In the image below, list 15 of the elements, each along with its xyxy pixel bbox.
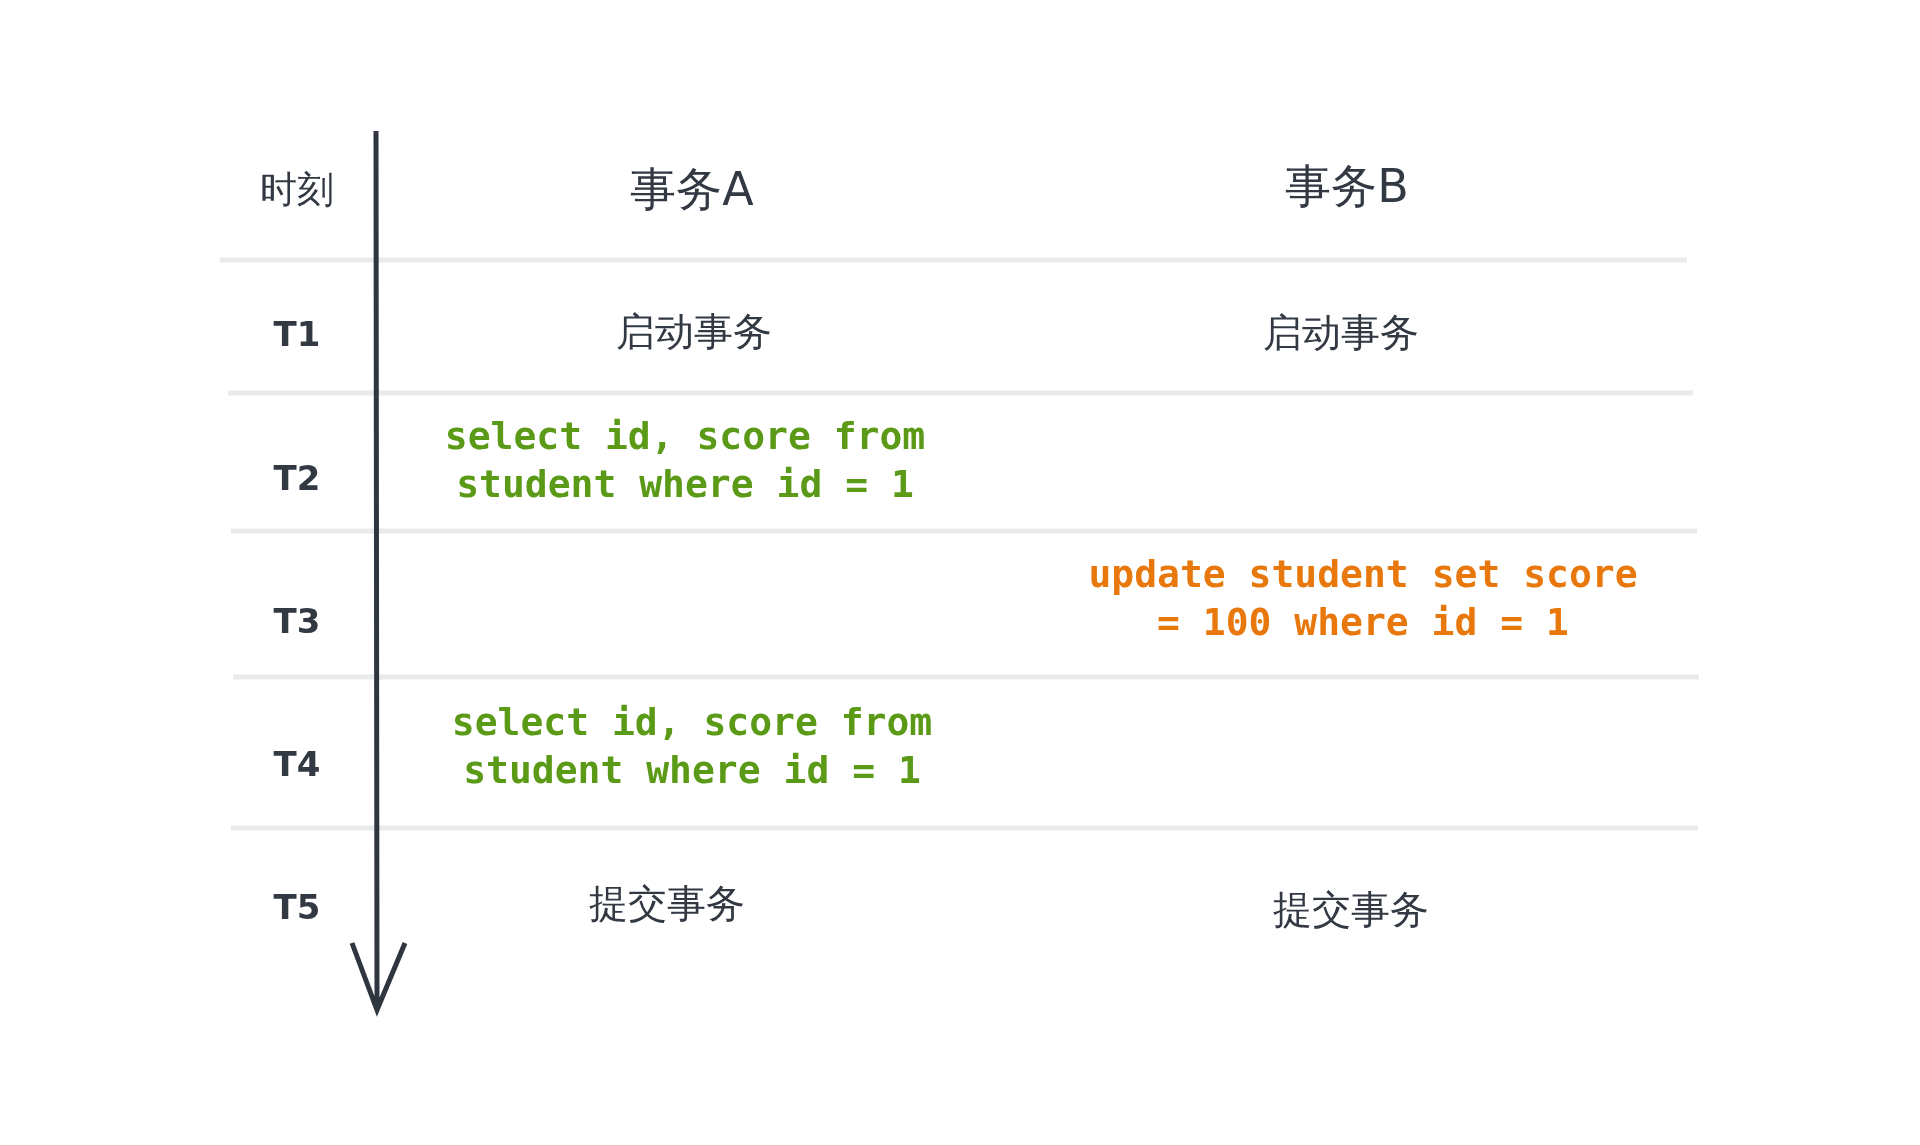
sql-code: select id, score from student where id = 1 bbox=[443, 413, 927, 508]
action-text: 提交事务 bbox=[589, 880, 745, 928]
time-label: T2 bbox=[273, 457, 321, 499]
action-text: 启动事务 bbox=[616, 308, 772, 356]
action-text: 提交事务 bbox=[1273, 886, 1429, 934]
sql-code: select id, score from student where id = 1 bbox=[450, 699, 934, 794]
time-label: T5 bbox=[273, 886, 321, 928]
time-label: T1 bbox=[273, 313, 321, 355]
column-heading: 事务A bbox=[630, 162, 754, 218]
sql-code: update student set score = 100 where id = 1 bbox=[1087, 551, 1639, 646]
column-heading: 时刻 bbox=[260, 167, 334, 213]
action-text: 启动事务 bbox=[1263, 309, 1419, 357]
column-heading: 事务B bbox=[1285, 159, 1409, 215]
time-label: T4 bbox=[273, 743, 321, 785]
time-label: T3 bbox=[273, 600, 321, 642]
